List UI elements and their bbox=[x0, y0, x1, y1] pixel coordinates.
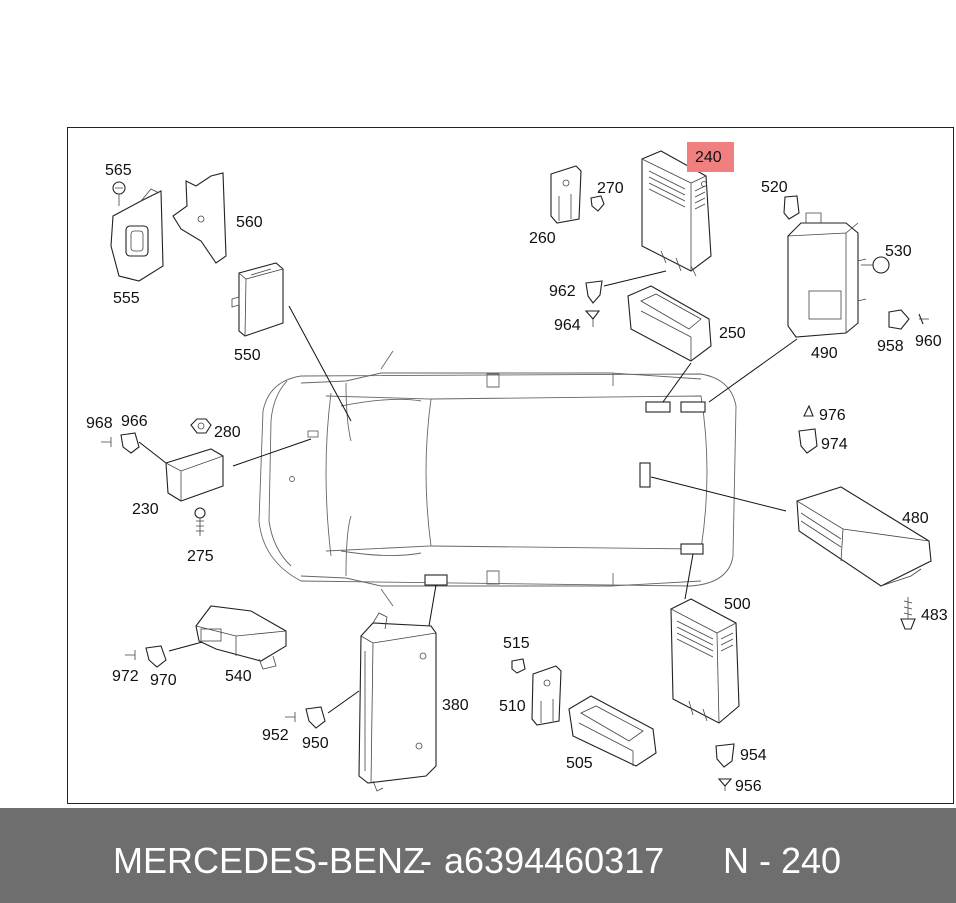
label-952: 952 bbox=[262, 727, 289, 744]
part-520-clip bbox=[783, 195, 800, 220]
label-560: 560 bbox=[236, 214, 263, 231]
part-515-clip bbox=[511, 658, 526, 674]
label-380: 380 bbox=[442, 697, 469, 714]
part-480-control-unit bbox=[796, 486, 932, 587]
part-964-pin bbox=[584, 310, 601, 327]
part-968-pin bbox=[101, 437, 112, 447]
part-labels: 565 560 555 550 260 270 240 962 964 250 … bbox=[86, 149, 948, 795]
label-964: 964 bbox=[554, 317, 581, 334]
part-260-bracket bbox=[550, 165, 582, 224]
part-280-nut bbox=[190, 418, 212, 434]
part-958-connector bbox=[888, 309, 910, 330]
label-270: 270 bbox=[597, 180, 624, 197]
label-960: 960 bbox=[915, 333, 942, 350]
parts-diagram: 565 560 555 550 260 270 240 962 964 250 … bbox=[86, 142, 948, 795]
part-962-connector bbox=[585, 280, 603, 304]
label-976: 976 bbox=[819, 407, 846, 424]
part-250-holder bbox=[627, 285, 712, 362]
label-500: 500 bbox=[724, 596, 751, 613]
part-956-pin bbox=[717, 778, 733, 791]
label-510: 510 bbox=[499, 698, 526, 715]
part-230-relay bbox=[165, 448, 224, 502]
label-505: 505 bbox=[566, 755, 593, 772]
part-540-control-unit bbox=[195, 605, 287, 670]
part-490-control-unit bbox=[787, 212, 867, 338]
part-954-connector bbox=[715, 743, 735, 768]
part-500-control-unit bbox=[670, 598, 740, 724]
label-958: 958 bbox=[877, 338, 904, 355]
label-970: 970 bbox=[150, 672, 177, 689]
label-565: 565 bbox=[105, 162, 132, 179]
footer-bar: MERCEDES-BENZ - a6394460317 N - 240 bbox=[0, 808, 956, 903]
part-275-bolt bbox=[194, 507, 206, 536]
footer-position: N - 240 bbox=[723, 840, 842, 881]
label-480: 480 bbox=[902, 510, 929, 527]
part-550-module bbox=[231, 262, 284, 337]
label-490: 490 bbox=[811, 345, 838, 362]
label-555: 555 bbox=[113, 290, 140, 307]
label-240[interactable]: 240 bbox=[695, 149, 722, 166]
label-966: 966 bbox=[121, 413, 148, 430]
label-483: 483 bbox=[921, 607, 948, 624]
part-966-connector bbox=[120, 432, 140, 454]
part-510-bracket bbox=[531, 665, 562, 726]
part-483-screw bbox=[900, 597, 916, 630]
label-962: 962 bbox=[549, 283, 576, 300]
footer-separator: - bbox=[420, 840, 432, 881]
label-520: 520 bbox=[761, 179, 788, 196]
part-270-clip bbox=[590, 195, 605, 212]
part-505-holder bbox=[568, 695, 657, 767]
part-240-control-unit bbox=[641, 150, 712, 277]
leader-lines bbox=[138, 270, 798, 714]
part-560-bracket bbox=[172, 172, 227, 264]
label-968: 968 bbox=[86, 415, 113, 432]
vehicle-outline bbox=[258, 350, 737, 607]
part-960-pin bbox=[918, 313, 929, 325]
label-530: 530 bbox=[885, 243, 912, 260]
label-280: 280 bbox=[214, 424, 241, 441]
label-974: 974 bbox=[821, 436, 848, 453]
label-515: 515 bbox=[503, 635, 530, 652]
diagram-frame: 565 560 555 550 260 270 240 962 964 250 … bbox=[67, 127, 954, 804]
part-976-pin bbox=[803, 404, 814, 417]
footer-brand: MERCEDES-BENZ bbox=[113, 840, 426, 881]
label-230: 230 bbox=[132, 501, 159, 518]
label-954: 954 bbox=[740, 747, 767, 764]
part-952-pin bbox=[285, 712, 296, 722]
label-550: 550 bbox=[234, 347, 261, 364]
label-250: 250 bbox=[719, 325, 746, 342]
part-530-screw bbox=[861, 256, 890, 274]
label-950: 950 bbox=[302, 735, 329, 752]
part-974-connector bbox=[798, 428, 818, 454]
part-950-connector bbox=[305, 706, 326, 729]
part-555-bracket bbox=[110, 181, 164, 282]
label-956: 956 bbox=[735, 778, 762, 795]
part-380-control-unit bbox=[358, 612, 437, 792]
highlight-240 bbox=[687, 142, 734, 172]
label-275: 275 bbox=[187, 548, 214, 565]
label-260: 260 bbox=[529, 230, 556, 247]
label-540: 540 bbox=[225, 668, 252, 685]
part-972-pin bbox=[125, 650, 136, 660]
footer-part-number: a6394460317 bbox=[444, 840, 665, 881]
part-970-connector bbox=[145, 645, 167, 668]
label-972: 972 bbox=[112, 668, 139, 685]
